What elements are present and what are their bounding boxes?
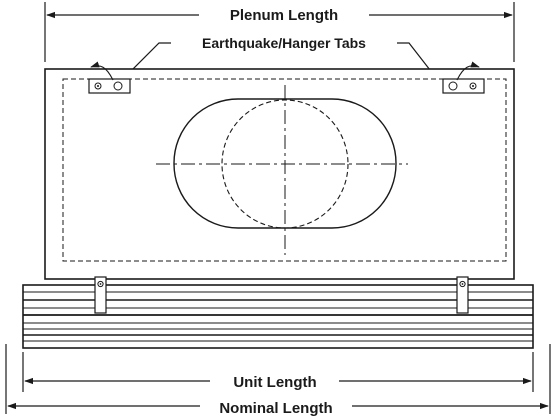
bracket-plate [94,276,107,314]
oval-inlet [156,85,408,255]
plenum-length-label: Plenum Length [230,7,338,24]
tabs-callout: Earthquake/Hanger Tabs [122,35,438,80]
tabs-label: Earthquake/Hanger Tabs [202,35,366,51]
unit-housing [22,284,534,349]
screw-center-icon [99,283,102,285]
screw-center-icon [461,283,464,285]
hanger-hole-icon [113,81,123,91]
nominal-length-dimension: Nominal Length [5,344,551,417]
mounting-bracket-right [456,276,469,314]
hanger-hole-icon [448,81,458,91]
tabs-leader-left [122,42,171,80]
screw-icon [94,82,102,90]
fold-arrow-left [90,61,114,81]
plenum-length-dimension: Plenum Length [44,2,515,62]
screw-icon [459,280,466,288]
hanger-tab-left [88,61,131,94]
nominal-length-label: Nominal Length [219,400,332,417]
screw-icon [97,280,104,288]
fold-arrow-right [456,61,480,81]
plenum-outline [44,68,515,280]
tabs-leader-right [397,42,438,80]
mounting-bracket-left [94,276,107,314]
screw-icon [469,82,477,90]
housing-outline [22,284,534,349]
unit-length-label: Unit Length [233,374,316,391]
screw-center-icon [472,85,474,87]
bracket-plate [456,276,469,314]
hanger-tab-right [442,61,485,94]
plenum-box [44,68,515,280]
screw-center-icon [97,85,99,87]
unit-length-dimension: Unit Length [22,352,534,392]
